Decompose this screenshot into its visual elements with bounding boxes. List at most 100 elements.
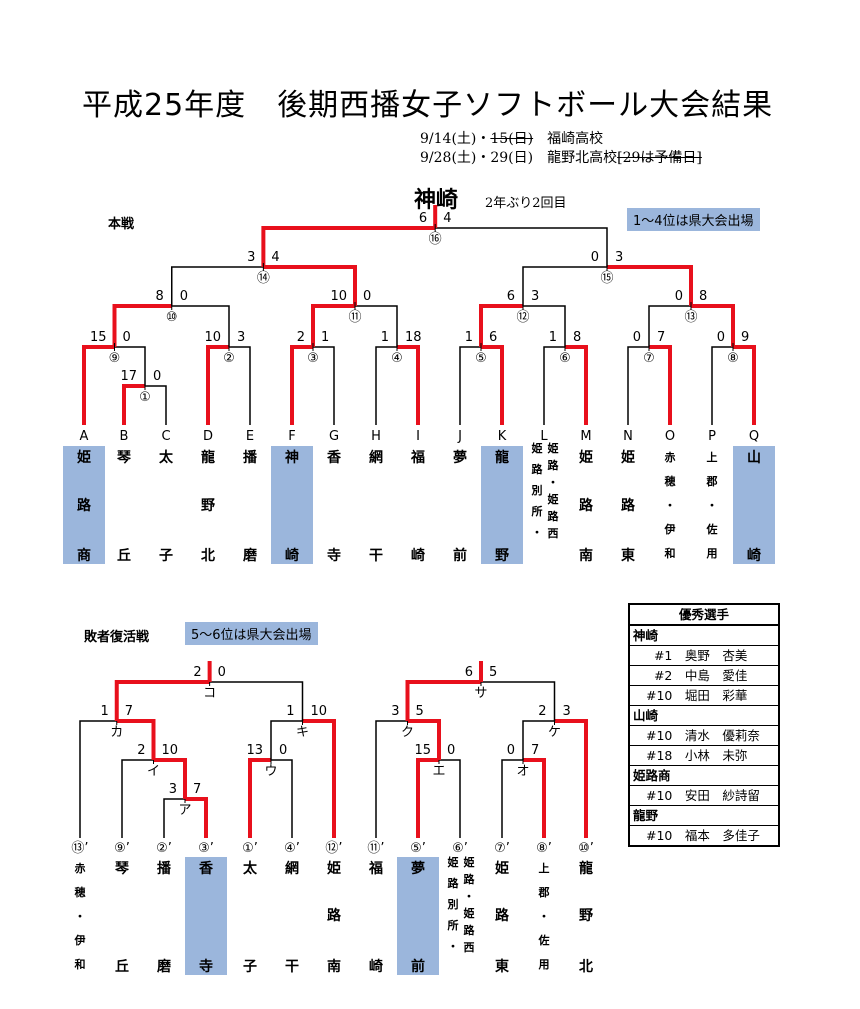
bracket-line (171, 305, 230, 347)
game-label: サ (474, 686, 487, 701)
team-letter: K (498, 429, 507, 444)
champion-note: 2年ぶり2回目 (485, 196, 567, 211)
team-name-char: 磨 (243, 547, 258, 564)
bracket-line (375, 720, 408, 838)
score-left: 1 (549, 330, 557, 345)
game-label: ク (401, 725, 414, 740)
score-left: 2 (538, 704, 546, 719)
game-number: ⑦ (643, 351, 655, 366)
team-name-char: 福 (410, 449, 425, 466)
award-team: 山崎 (630, 706, 778, 726)
team-name-char: 姫 (621, 449, 635, 466)
bracket-line (263, 265, 357, 306)
team-name-char: 姫 (448, 855, 459, 869)
team-name-char: 赤 (665, 450, 676, 464)
team-name-char: 別 (531, 483, 543, 497)
score-right: 5 (416, 704, 424, 719)
score-right: 0 (218, 665, 226, 680)
score-left: 3 (169, 782, 177, 797)
team-letter: F (288, 429, 295, 444)
team-name-char: 磨 (157, 958, 172, 975)
score-left: 6 (419, 211, 427, 226)
team-name-char: 姫 (464, 855, 475, 869)
bracket-line (185, 797, 208, 838)
score-right: 3 (615, 250, 623, 265)
slot-label: ③’ (198, 841, 214, 856)
bracket-line (121, 759, 154, 838)
team-name-char: 穂 (75, 885, 86, 899)
score-right: 3 (237, 330, 245, 345)
bracket-line (481, 345, 504, 425)
team-name-char: 子 (243, 959, 257, 975)
bracket-line (649, 345, 672, 425)
score-left: 0 (675, 289, 683, 304)
team-name-char: 丘 (117, 548, 131, 564)
team-letter: C (161, 429, 170, 444)
team-name-char: 龍 (579, 860, 593, 877)
bracket-line (543, 346, 565, 425)
score-left: 2 (297, 330, 305, 345)
team-letter: G (329, 429, 339, 444)
team-highlight (481, 446, 523, 564)
score-right: 5 (489, 665, 497, 680)
team-name-char: 西 (464, 941, 475, 954)
team-highlight (397, 857, 439, 975)
score-right: 7 (531, 743, 539, 758)
game-label: ウ (264, 764, 277, 779)
award-title: 優秀選手 (630, 605, 778, 626)
slot-label: ⑨’ (114, 841, 130, 856)
bracket-line (311, 304, 355, 347)
game-number: ⑨ (109, 351, 121, 366)
slot-label: ⑥’ (452, 841, 468, 856)
team-name-char: ・ (539, 910, 550, 923)
score-left: 13 (246, 743, 263, 758)
slot-label: ⑦’ (494, 841, 510, 856)
team-letter: M (580, 429, 591, 444)
team-name-char: 前 (411, 958, 425, 975)
team-name-char: 夢 (411, 860, 425, 877)
team-name-char: 所 (448, 918, 459, 932)
score-right: 6 (489, 330, 497, 345)
team-highlight (63, 446, 105, 564)
score-left: 1 (465, 330, 473, 345)
team-name-char: 和 (665, 546, 676, 560)
team-name-char: 姫 (77, 449, 91, 466)
team-name-char: 東 (495, 958, 509, 975)
bracket-line (271, 759, 293, 838)
team-name-char: 崎 (285, 547, 299, 564)
award-player: #18 小林 未弥 (630, 746, 778, 766)
team-letter: I (416, 429, 420, 444)
team-letter: N (623, 429, 633, 444)
game-number: ⑥ (559, 351, 571, 366)
team-name-char: 姫 (532, 441, 543, 455)
main-section-label: 本戦 (108, 217, 135, 232)
slot-label: ①’ (242, 841, 258, 856)
score-left: 0 (507, 743, 515, 758)
score-left: 8 (155, 289, 163, 304)
score-right: 4 (443, 211, 451, 226)
slot-label: ⑤’ (410, 841, 426, 856)
team-name-char: 所 (532, 504, 543, 518)
score-right: 0 (153, 369, 161, 384)
team-name-char: 別 (447, 897, 459, 911)
team-name-char: 龍 (201, 449, 215, 466)
score-left: 17 (120, 369, 137, 384)
game-number: ⑮ (600, 271, 613, 286)
score-right: 0 (180, 289, 188, 304)
team-name-char: 路 (77, 497, 92, 514)
team-name-char: 路 (548, 458, 560, 472)
bracket-line (607, 265, 693, 306)
score-right: 0 (363, 289, 371, 304)
team-letter: D (203, 429, 213, 444)
award-team: 龍野 (630, 806, 778, 826)
game-label: カ (110, 725, 123, 740)
bracket-line (375, 346, 397, 425)
team-letter: L (540, 429, 548, 444)
team-name-char: ・ (532, 526, 543, 539)
team-name-char: 太 (159, 449, 174, 466)
team-name-char: 琴 (117, 450, 132, 466)
game-number: ⑬ (684, 310, 697, 325)
bracket-line (405, 680, 481, 721)
team-name-char: 路 (327, 907, 342, 924)
slot-label: ⑬’ (71, 841, 88, 856)
